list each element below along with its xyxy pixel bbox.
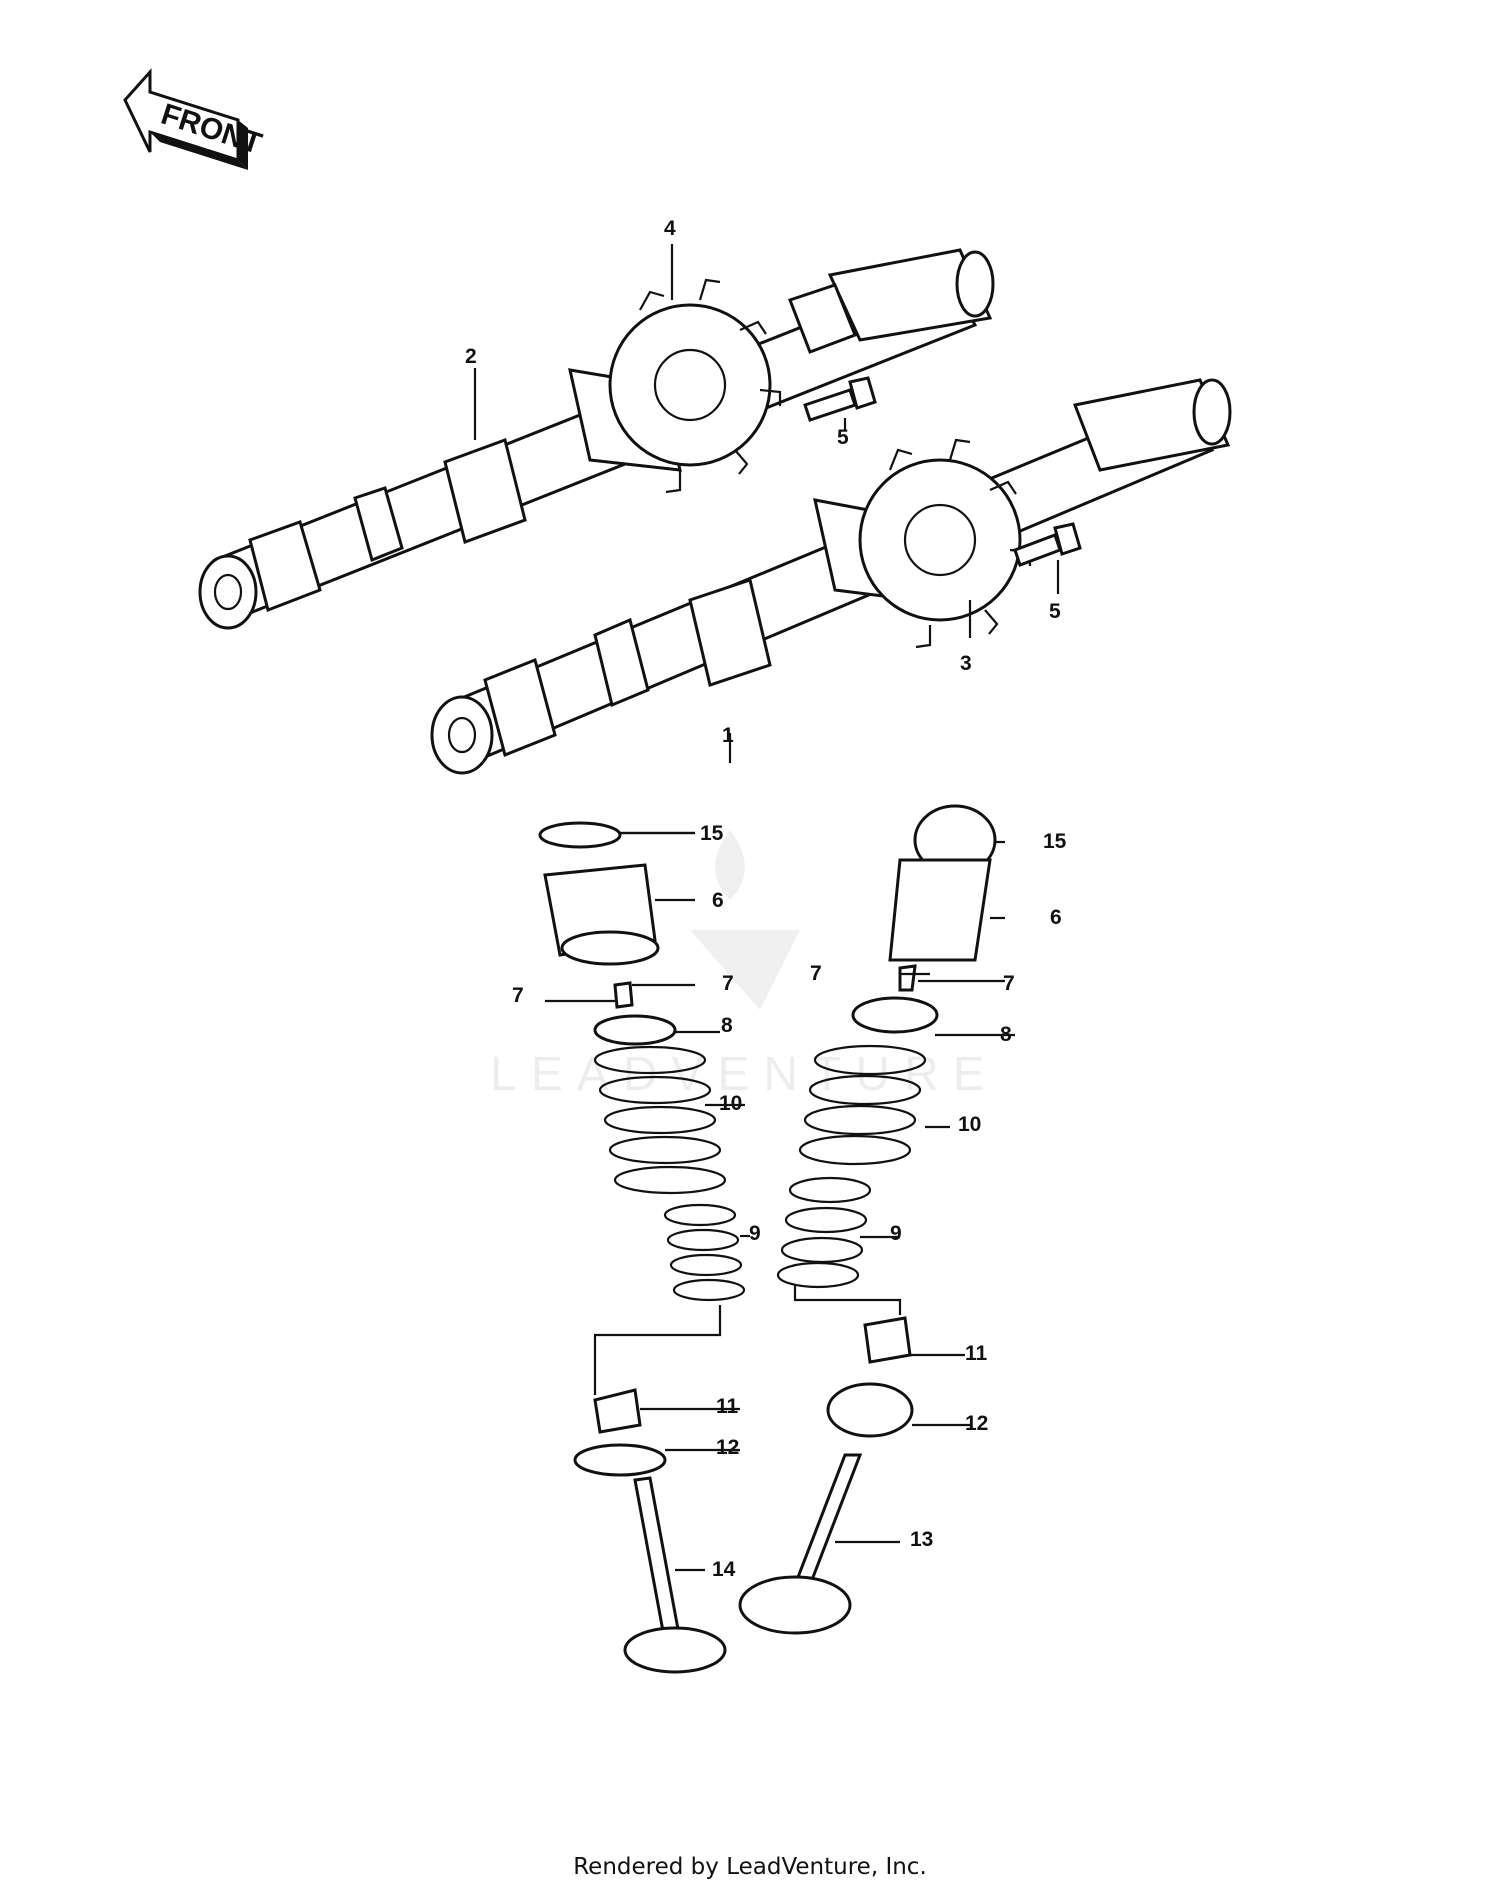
valve-stem-right <box>792 1453 863 1587</box>
retainer-left <box>593 1014 677 1046</box>
callout-12-left: 12 <box>716 1436 739 1459</box>
callout-5-lower: 5 <box>1049 600 1061 623</box>
shim-left <box>538 821 622 849</box>
front-arrow-icon: FRONT <box>123 68 266 170</box>
callout-5-upper: 5 <box>837 426 849 449</box>
callout-8-right: 8 <box>1000 1023 1012 1046</box>
callout-15-left: 15 <box>700 822 724 845</box>
sprocket-lower <box>858 438 1032 649</box>
seat-right <box>826 1382 914 1438</box>
callout-6-right: 6 <box>1050 906 1062 929</box>
callout-2: 2 <box>465 345 477 368</box>
callout-8-left: 8 <box>721 1014 733 1037</box>
callout-4: 4 <box>664 217 676 240</box>
callout-10-left: 10 <box>719 1092 742 1115</box>
sprocket-upper <box>608 278 782 494</box>
keeper-left <box>613 981 634 1009</box>
bolt-lower <box>1013 522 1082 567</box>
seal-right <box>863 1316 912 1364</box>
callout-7-left-a: 7 <box>512 984 524 1007</box>
keeper-right <box>898 964 917 992</box>
callout-6-left: 6 <box>712 889 724 912</box>
watermark-text: LEADVENTURE <box>490 1048 999 1101</box>
callout-3: 3 <box>960 652 972 675</box>
callout-13: 13 <box>910 1528 933 1551</box>
inner-spring-left <box>663 1203 746 1302</box>
footer-credit: Rendered by LeadVenture, Inc. <box>573 1854 927 1880</box>
outer-spring-left <box>593 1045 727 1195</box>
bolt-upper <box>803 376 877 422</box>
valve-head-right <box>738 1575 852 1635</box>
callout-11-left: 11 <box>716 1395 739 1418</box>
valve-head-left <box>623 1626 727 1674</box>
callout-7-right-b: 7 <box>1003 972 1015 995</box>
callout-10-right: 10 <box>958 1113 981 1136</box>
retainer-right <box>851 996 939 1034</box>
callout-9-left: 9 <box>749 1222 761 1245</box>
seal-left <box>593 1388 642 1434</box>
watermark-logo: LEADVENTURE <box>490 830 999 1101</box>
callout-1: 1 <box>722 724 734 747</box>
inner-spring-right <box>776 1176 872 1289</box>
valve-assembly-right <box>738 804 997 1635</box>
callout-15-right: 15 <box>1043 830 1067 853</box>
seat-left <box>573 1443 667 1477</box>
callout-11-right: 11 <box>965 1342 988 1365</box>
callout-7-right-a: 7 <box>810 962 822 985</box>
tappet-right <box>888 858 992 962</box>
callout-14: 14 <box>712 1558 736 1581</box>
valve-assembly-left <box>538 821 746 1674</box>
callout-9-right: 9 <box>890 1222 902 1245</box>
valve-stem-left <box>633 1476 682 1644</box>
leader-lines <box>473 244 1060 1572</box>
callouts: 1 2 3 4 5 5 6 6 7 7 7 7 8 8 9 9 10 10 11… <box>465 217 1067 1581</box>
outer-spring-right <box>798 1044 927 1166</box>
callout-12-right: 12 <box>965 1412 988 1435</box>
callout-7-left-b: 7 <box>722 972 734 995</box>
